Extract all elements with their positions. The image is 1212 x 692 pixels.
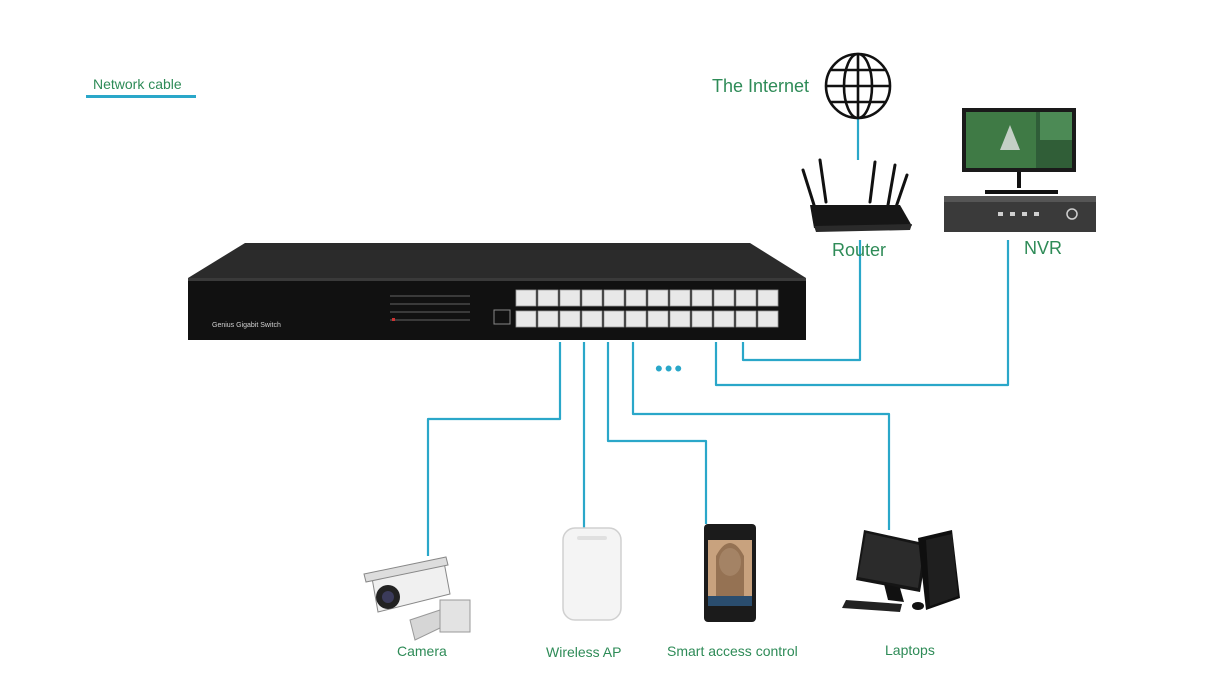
router-label: Router	[832, 240, 887, 260]
switch-icon: Genius Gigabit Switch	[188, 243, 806, 340]
access-point-icon	[562, 527, 622, 621]
router-icon	[801, 158, 912, 232]
desktop-computer-icon	[842, 530, 960, 612]
camera-label: Camera	[397, 643, 447, 659]
cable-switch-laptops	[631, 342, 891, 530]
cable-switch-router	[741, 240, 862, 362]
camera-icon	[363, 556, 471, 641]
access-control-label: Smart access control	[667, 643, 798, 659]
face-terminal-icon	[704, 524, 756, 622]
switch-model-label: Genius Gigabit Switch	[212, 322, 281, 329]
cables	[426, 118, 1010, 556]
cable-switch-access-control	[606, 342, 708, 524]
globe-icon	[824, 52, 892, 120]
more-ports-ellipsis: •••	[655, 356, 685, 381]
wireless-ap-label: Wireless AP	[546, 644, 622, 660]
nvr-label: NVR	[1024, 238, 1063, 258]
cable-switch-nvr	[714, 240, 1010, 387]
internet-label: The Internet	[712, 76, 810, 96]
legend-label: Network cable	[93, 76, 182, 92]
laptops-label: Laptops	[885, 642, 935, 658]
legend-cable-line	[86, 95, 196, 98]
switch-ports	[515, 289, 779, 328]
nvr-icon	[944, 108, 1096, 232]
cable-switch-camera	[426, 342, 562, 556]
